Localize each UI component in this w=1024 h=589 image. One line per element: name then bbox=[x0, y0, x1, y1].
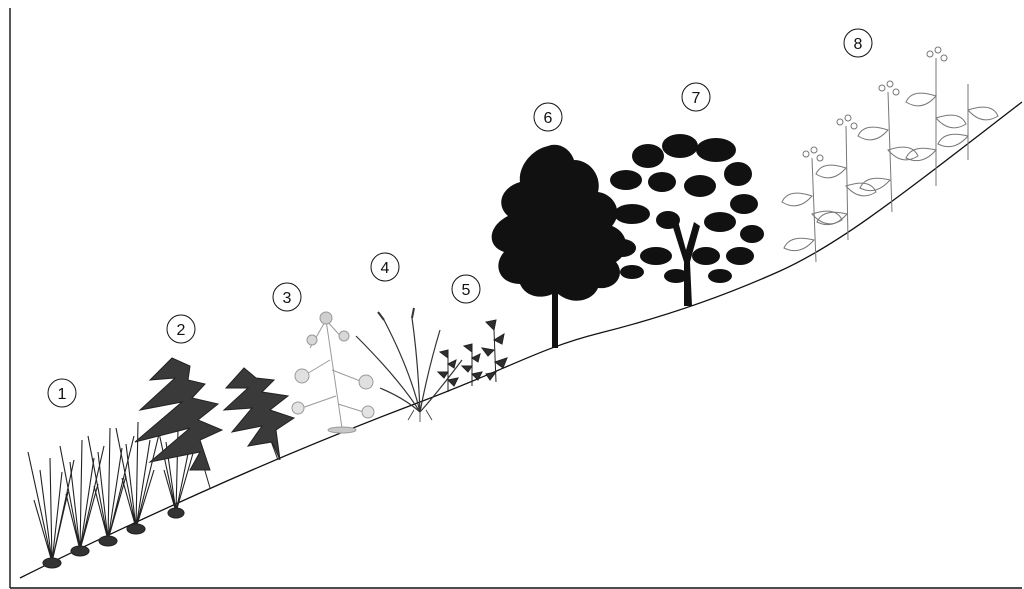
label-5: 5 bbox=[452, 275, 480, 303]
label-3: 3 bbox=[273, 283, 301, 311]
tall-herb bbox=[782, 147, 842, 262]
label-number: 8 bbox=[854, 36, 863, 53]
tall-herb bbox=[906, 47, 966, 186]
small-herb bbox=[482, 320, 507, 382]
label-number: 3 bbox=[283, 290, 292, 307]
crown bbox=[492, 145, 627, 301]
label-6: 6 bbox=[534, 103, 562, 131]
label-7: 7 bbox=[682, 83, 710, 111]
plant-8-tall-herbs-illustration bbox=[782, 47, 998, 262]
label-number: 7 bbox=[692, 90, 701, 107]
label-number: 2 bbox=[177, 322, 186, 339]
small-herb bbox=[438, 350, 458, 392]
label-number: 1 bbox=[58, 386, 67, 403]
plant-5-small-herbs-illustration bbox=[438, 320, 507, 392]
label-number: 5 bbox=[462, 282, 471, 299]
tall-herb bbox=[858, 81, 918, 212]
axes bbox=[10, 8, 1022, 588]
plant-2-fern-illustration bbox=[135, 358, 294, 488]
label-number: 6 bbox=[544, 110, 553, 127]
small-herb bbox=[462, 344, 482, 386]
tall-herb bbox=[938, 84, 998, 160]
fern-frond bbox=[224, 368, 294, 460]
plant-3-flowering-herb-illustration bbox=[292, 312, 374, 433]
label-number: 4 bbox=[381, 260, 390, 277]
label-2: 2 bbox=[167, 315, 195, 343]
fern-frond bbox=[135, 358, 222, 488]
plant-6-conifer-tree-illustration bbox=[492, 145, 627, 348]
sedge-clump bbox=[28, 452, 74, 568]
label-8: 8 bbox=[844, 29, 872, 57]
plant-4-grass-herb-illustration bbox=[356, 308, 462, 422]
label-1: 1 bbox=[48, 379, 76, 407]
label-4: 4 bbox=[371, 253, 399, 281]
plant-7-deciduous-tree-illustration bbox=[608, 134, 764, 306]
tall-herb bbox=[816, 115, 876, 240]
